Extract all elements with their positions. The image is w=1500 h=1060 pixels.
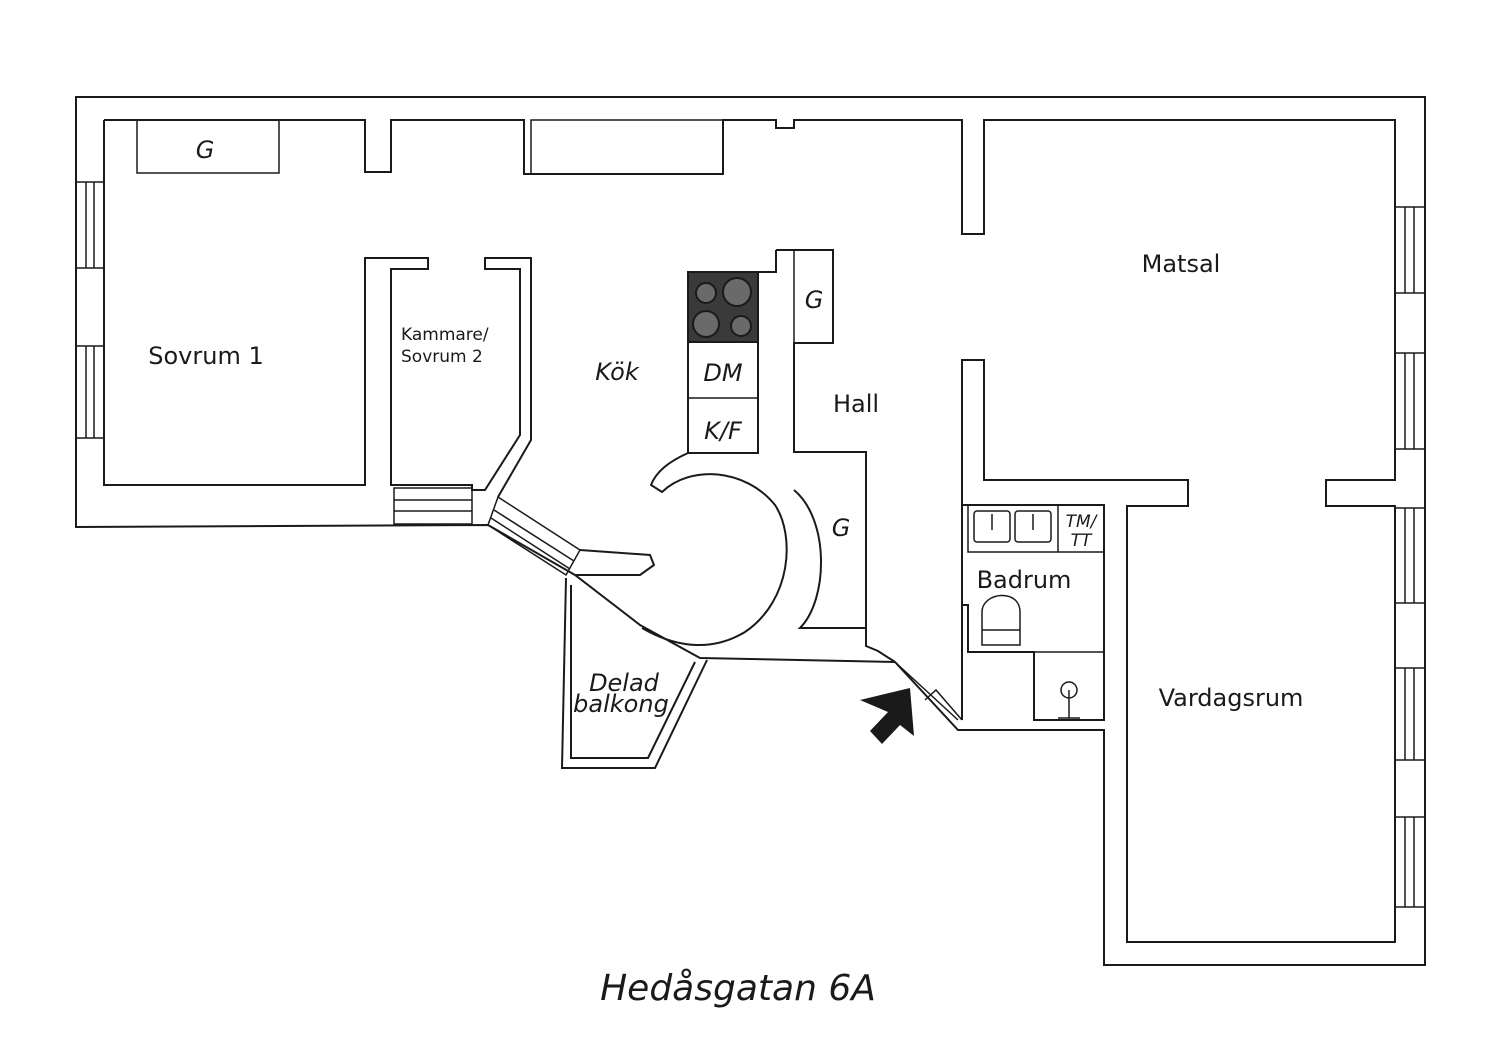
room-kok: Kök [595,358,640,386]
room-hall: Hall [833,390,879,418]
window-left [75,181,105,439]
room-sovrum-1: Sovrum 1 [148,342,263,370]
wardrobe-sovrum [136,119,280,174]
wardrobe-label: G [196,136,215,164]
window-right [1394,206,1426,908]
entrance-door [894,661,963,721]
kitchen-unit [687,249,896,663]
room-badrum: Badrum [977,566,1072,594]
wardrobe-hall-top-label: G [805,286,824,314]
bench-top [530,119,724,175]
outer-wall [75,96,1426,966]
room-balkong-2: balkong [573,690,669,718]
room-matsal: Matsal [1142,250,1221,278]
room-vardagsrum: Vardagsrum [1159,684,1304,712]
dishwasher-label: DM [703,359,742,387]
bathroom [962,504,1105,721]
fridge-freezer-label: K/F [704,417,743,445]
shared-balcony [560,577,708,769]
kitchen-curved-wall [575,452,866,647]
wardrobe-hall-label: G [832,514,851,542]
window-kammare [393,487,473,525]
washer-label-1: TM/ [1066,512,1099,532]
plan-title: Hedåsgatan 6A [600,968,876,1009]
room-balkong-1: Delad [589,669,660,697]
room-kammare-2: Sovrum 2 [401,347,483,367]
entrance-arrow-icon [860,688,914,744]
washer-label-2: TT [1071,531,1093,551]
room-kammare-1: Kammare/ [401,325,489,345]
balcony-door [487,495,581,577]
